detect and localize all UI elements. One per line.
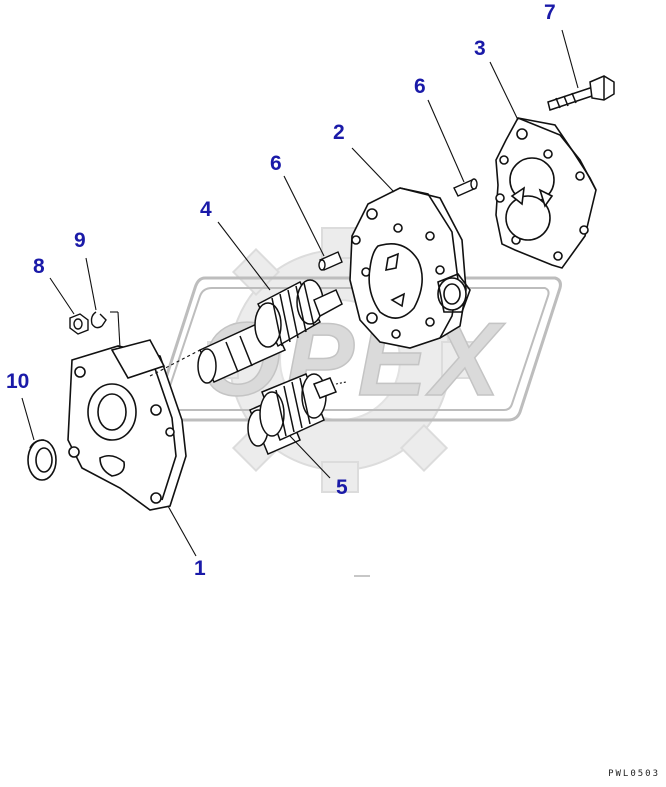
callout-3: 3 [474,37,486,60]
callout-7: 7 [544,1,556,24]
part-6-pin-upper [453,178,478,197]
part-1-front-cover [67,339,187,511]
part-3-cover-plate [495,117,597,269]
callout-6-upper: 6 [414,75,426,98]
part-10-oil-seal [27,439,57,481]
part-5-driven-gear [247,373,337,455]
part-7-bolt [547,75,615,111]
part-2-gear-housing [349,187,471,349]
callout-6-lower: 6 [270,152,282,175]
callout-5: 5 [336,476,348,499]
callout-10: 10 [6,370,30,393]
leader-lines [21,29,579,577]
part-6-pin-lower [318,251,343,271]
callout-9: 9 [74,229,86,252]
callout-2: 2 [333,121,345,144]
drawing-code: PWL0503 [608,769,660,779]
part-9-snap-ring [90,311,107,329]
watermark-frame [152,276,562,422]
part-8-nut [69,313,89,335]
callout-4: 4 [200,198,212,221]
callout-8: 8 [33,255,45,278]
callout-1: 1 [194,557,206,580]
part-4-drive-gear-shaft [197,279,343,384]
